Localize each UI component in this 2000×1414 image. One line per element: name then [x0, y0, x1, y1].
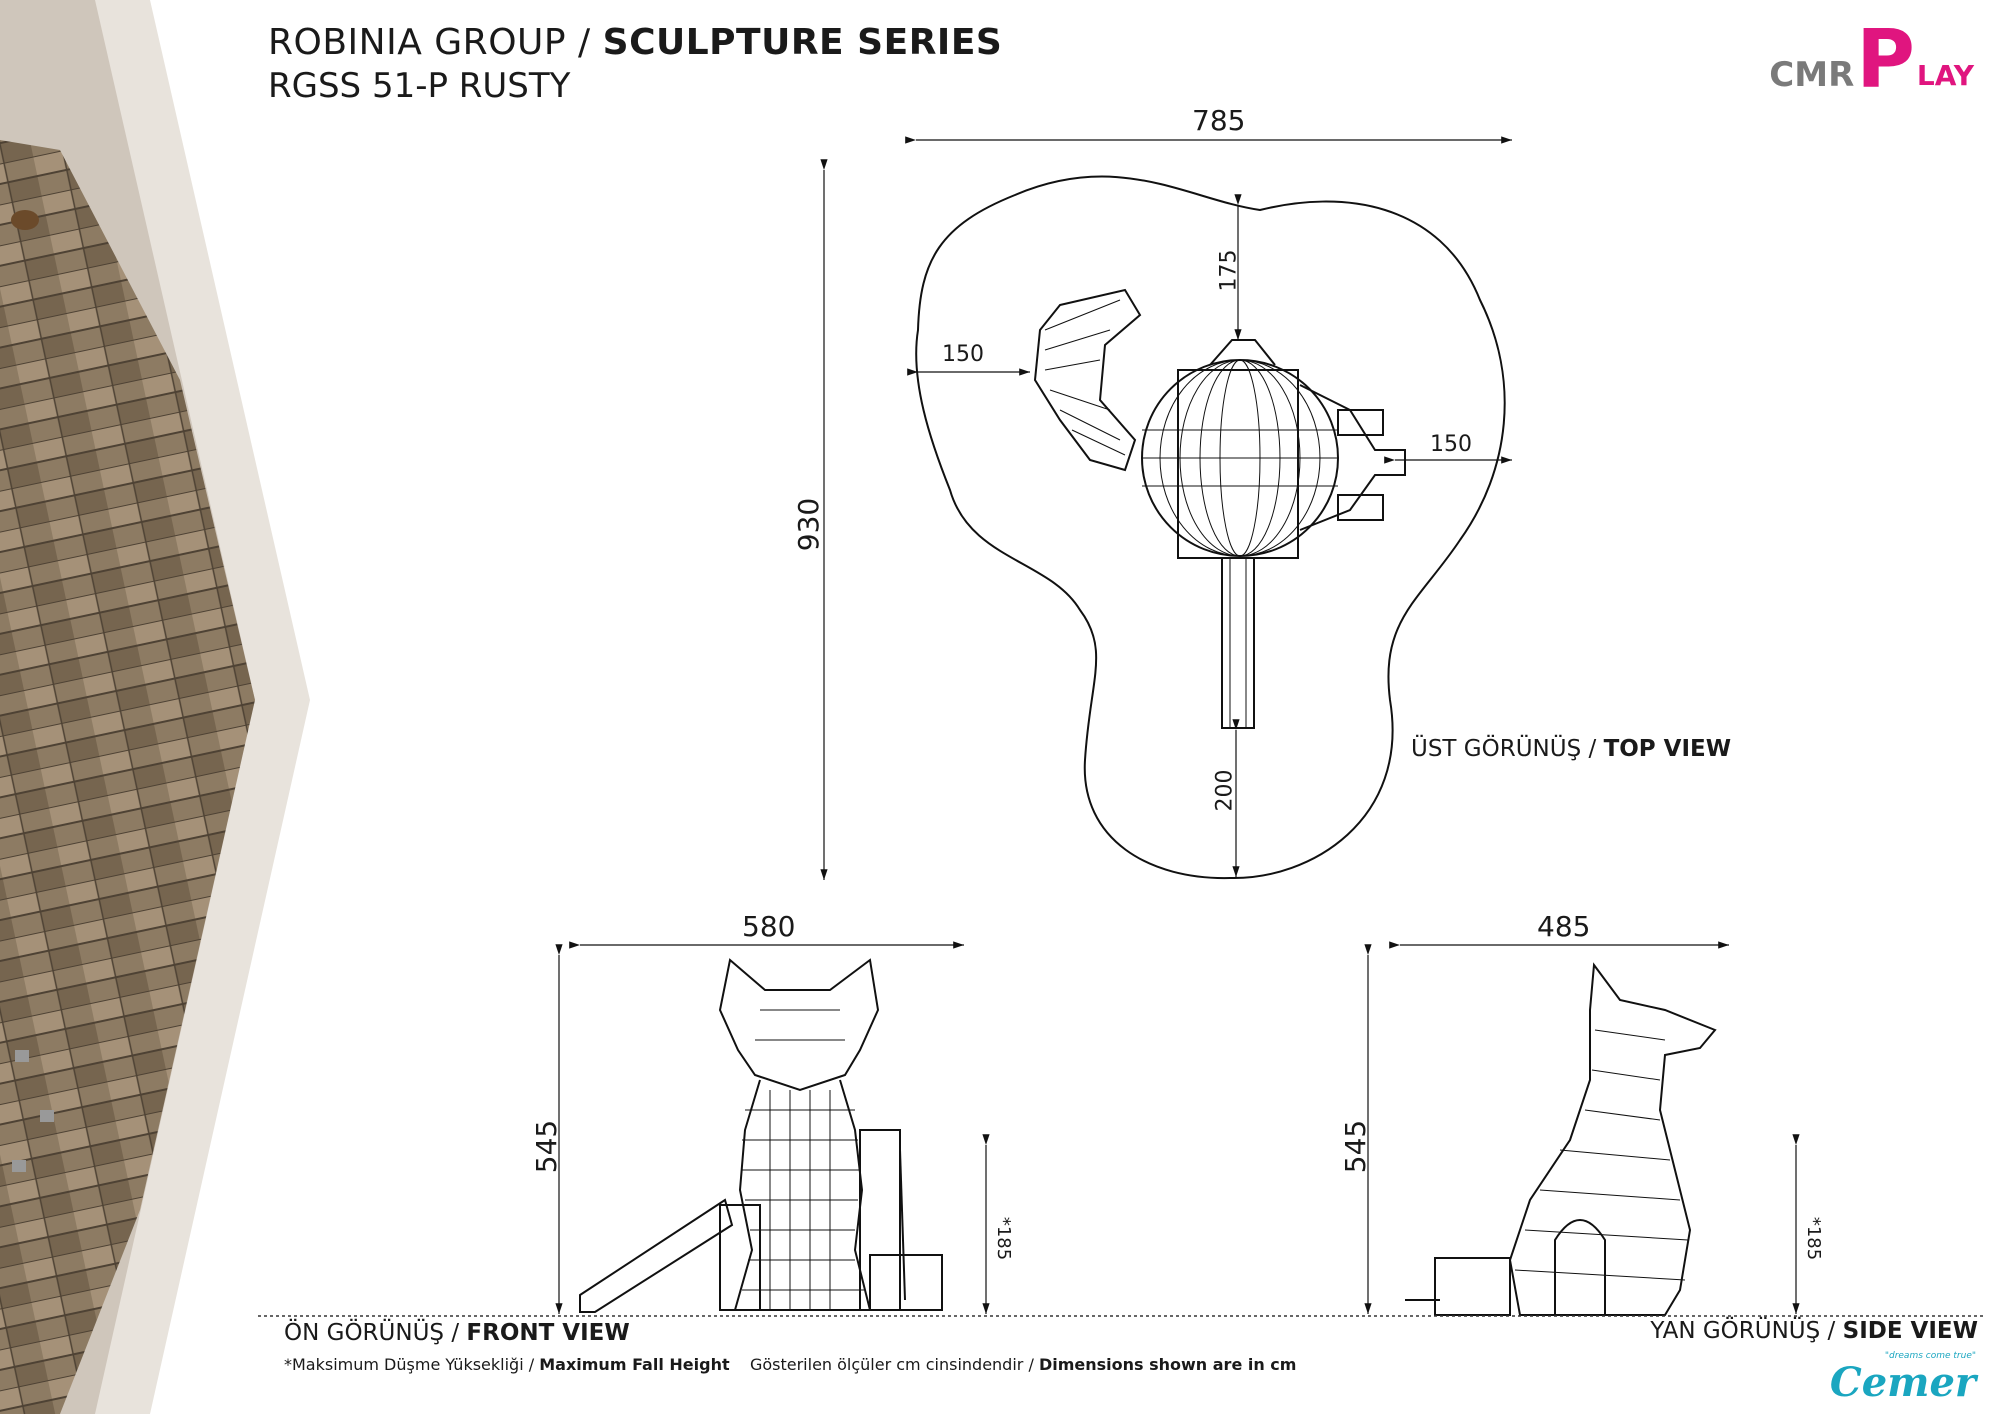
model-name: RGSS 51-P RUSTY [268, 66, 571, 106]
group-name: ROBINIA GROUP [268, 22, 567, 63]
separator: / [1028, 1355, 1034, 1374]
front-view-label: ÖN GÖRÜNÜŞ / FRONT VIEW [284, 1320, 630, 1346]
logo-text: P [1856, 13, 1915, 106]
separator: / [578, 22, 591, 63]
side-view-dimensions [1364, 941, 1800, 1314]
label-en: SIDE VIEW [1842, 1318, 1978, 1344]
front-view-drawing [579, 958, 943, 1313]
dim-side-fall: *185 [1803, 1216, 1825, 1261]
label-tr: ÜST GÖRÜNÜŞ [1411, 736, 1582, 762]
label-en: TOP VIEW [1603, 736, 1732, 762]
top-view-dimensions [820, 136, 1512, 880]
dim-top-depth: 930 [792, 497, 826, 552]
dims-note-en: Dimensions shown are in cm [1038, 1355, 1297, 1374]
dim-bottom-clearance: 200 [1212, 769, 1238, 812]
page-title: ROBINIA GROUP / SCULPTURE SERIES [268, 22, 1002, 63]
fall-height-tr: *Maksimum Düşme Yüksekliği [284, 1355, 524, 1374]
footer-note: *Maksimum Düşme Yüksekliği / Maximum Fal… [284, 1355, 1296, 1374]
brand-tagline: "dreams come true" [1884, 1351, 1976, 1361]
safety-area-outline [915, 175, 1506, 880]
cmrplay-logo: CMR P LAY [1769, 20, 1974, 100]
dim-side-height: 545 [1339, 1119, 1373, 1174]
brand-name: Cemer [1829, 1359, 1976, 1406]
dim-front-height: 545 [530, 1119, 564, 1174]
dim-top-clearance: 175 [1216, 249, 1242, 292]
label-en: FRONT VIEW [466, 1320, 630, 1346]
dim-left-clearance: 150 [942, 342, 984, 367]
series-name: SCULPTURE SERIES [602, 22, 1003, 63]
cemer-logo: "dreams come true" Cemer [1830, 1352, 1976, 1403]
dim-front-fall: *185 [993, 1216, 1015, 1261]
side-view-drawing [1405, 962, 1717, 1316]
side-view-label: YAN GÖRÜNÜŞ / SIDE VIEW [1650, 1318, 1978, 1344]
separator: / [528, 1355, 535, 1374]
label-tr: YAN GÖRÜNÜŞ [1650, 1318, 1821, 1344]
dim-top-width: 785 [1192, 104, 1246, 137]
logo-text: LAY [1916, 59, 1974, 92]
product-photo [0, 0, 310, 1414]
logo-text: CMR [1769, 55, 1855, 95]
label-tr: ÖN GÖRÜNÜŞ [284, 1320, 445, 1346]
front-view-dimensions [555, 941, 990, 1314]
fox-eye [11, 210, 39, 230]
dim-side-width: 485 [1537, 910, 1591, 943]
fall-height-en: Maximum Fall Height [539, 1355, 730, 1374]
top-view-drawing [915, 175, 1506, 880]
dims-note-tr: Gösterilen ölçüler cm cinsindendir [749, 1355, 1024, 1374]
top-view-label: ÜST GÖRÜNÜŞ / TOP VIEW [1411, 736, 1732, 762]
dim-front-width: 580 [742, 910, 796, 943]
dim-right-clearance: 150 [1430, 432, 1472, 457]
